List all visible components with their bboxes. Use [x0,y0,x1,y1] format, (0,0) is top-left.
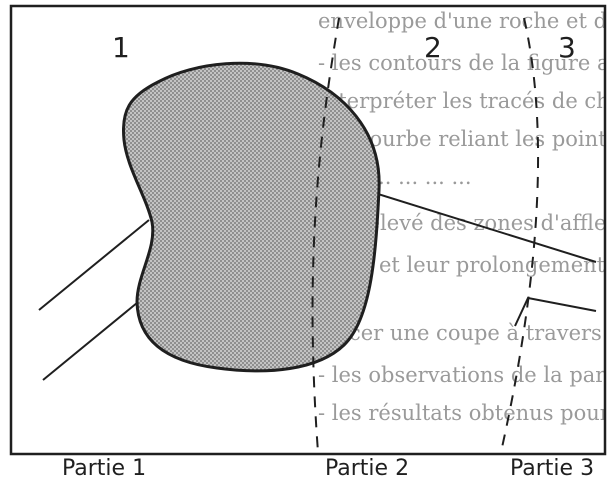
boundary-2-3 [500,17,540,453]
left-upper-line [38,219,150,311]
part-label-1: Partie 1 [62,456,147,481]
region-number-1: 1 [112,31,130,64]
part-label-3: Partie 3 [510,456,595,481]
left-lower-line [42,297,144,381]
diagram-frame [9,4,607,456]
bleed-line: tracer une coupe à travers la zone [318,321,613,345]
region-number-2: 2 [424,31,442,64]
boundary-1-2 [311,17,340,453]
bleed-line: interpréter les tracés de chaque partie [318,89,613,113]
bleed-line: - les observations de la partie 2 et 3 [318,363,613,387]
part-label-2: Partie 2 [325,456,410,481]
region-number-3: 3 [558,31,576,64]
bleed-line: enveloppe d'une roche et de son pourtour [318,9,613,33]
bleed-line: - les résultats obtenus pour chaque zone [318,401,613,425]
stippled-blob [121,61,381,373]
right-upper-line [377,193,597,263]
bleed-line: - les contours de la figure agrandie [318,51,613,75]
